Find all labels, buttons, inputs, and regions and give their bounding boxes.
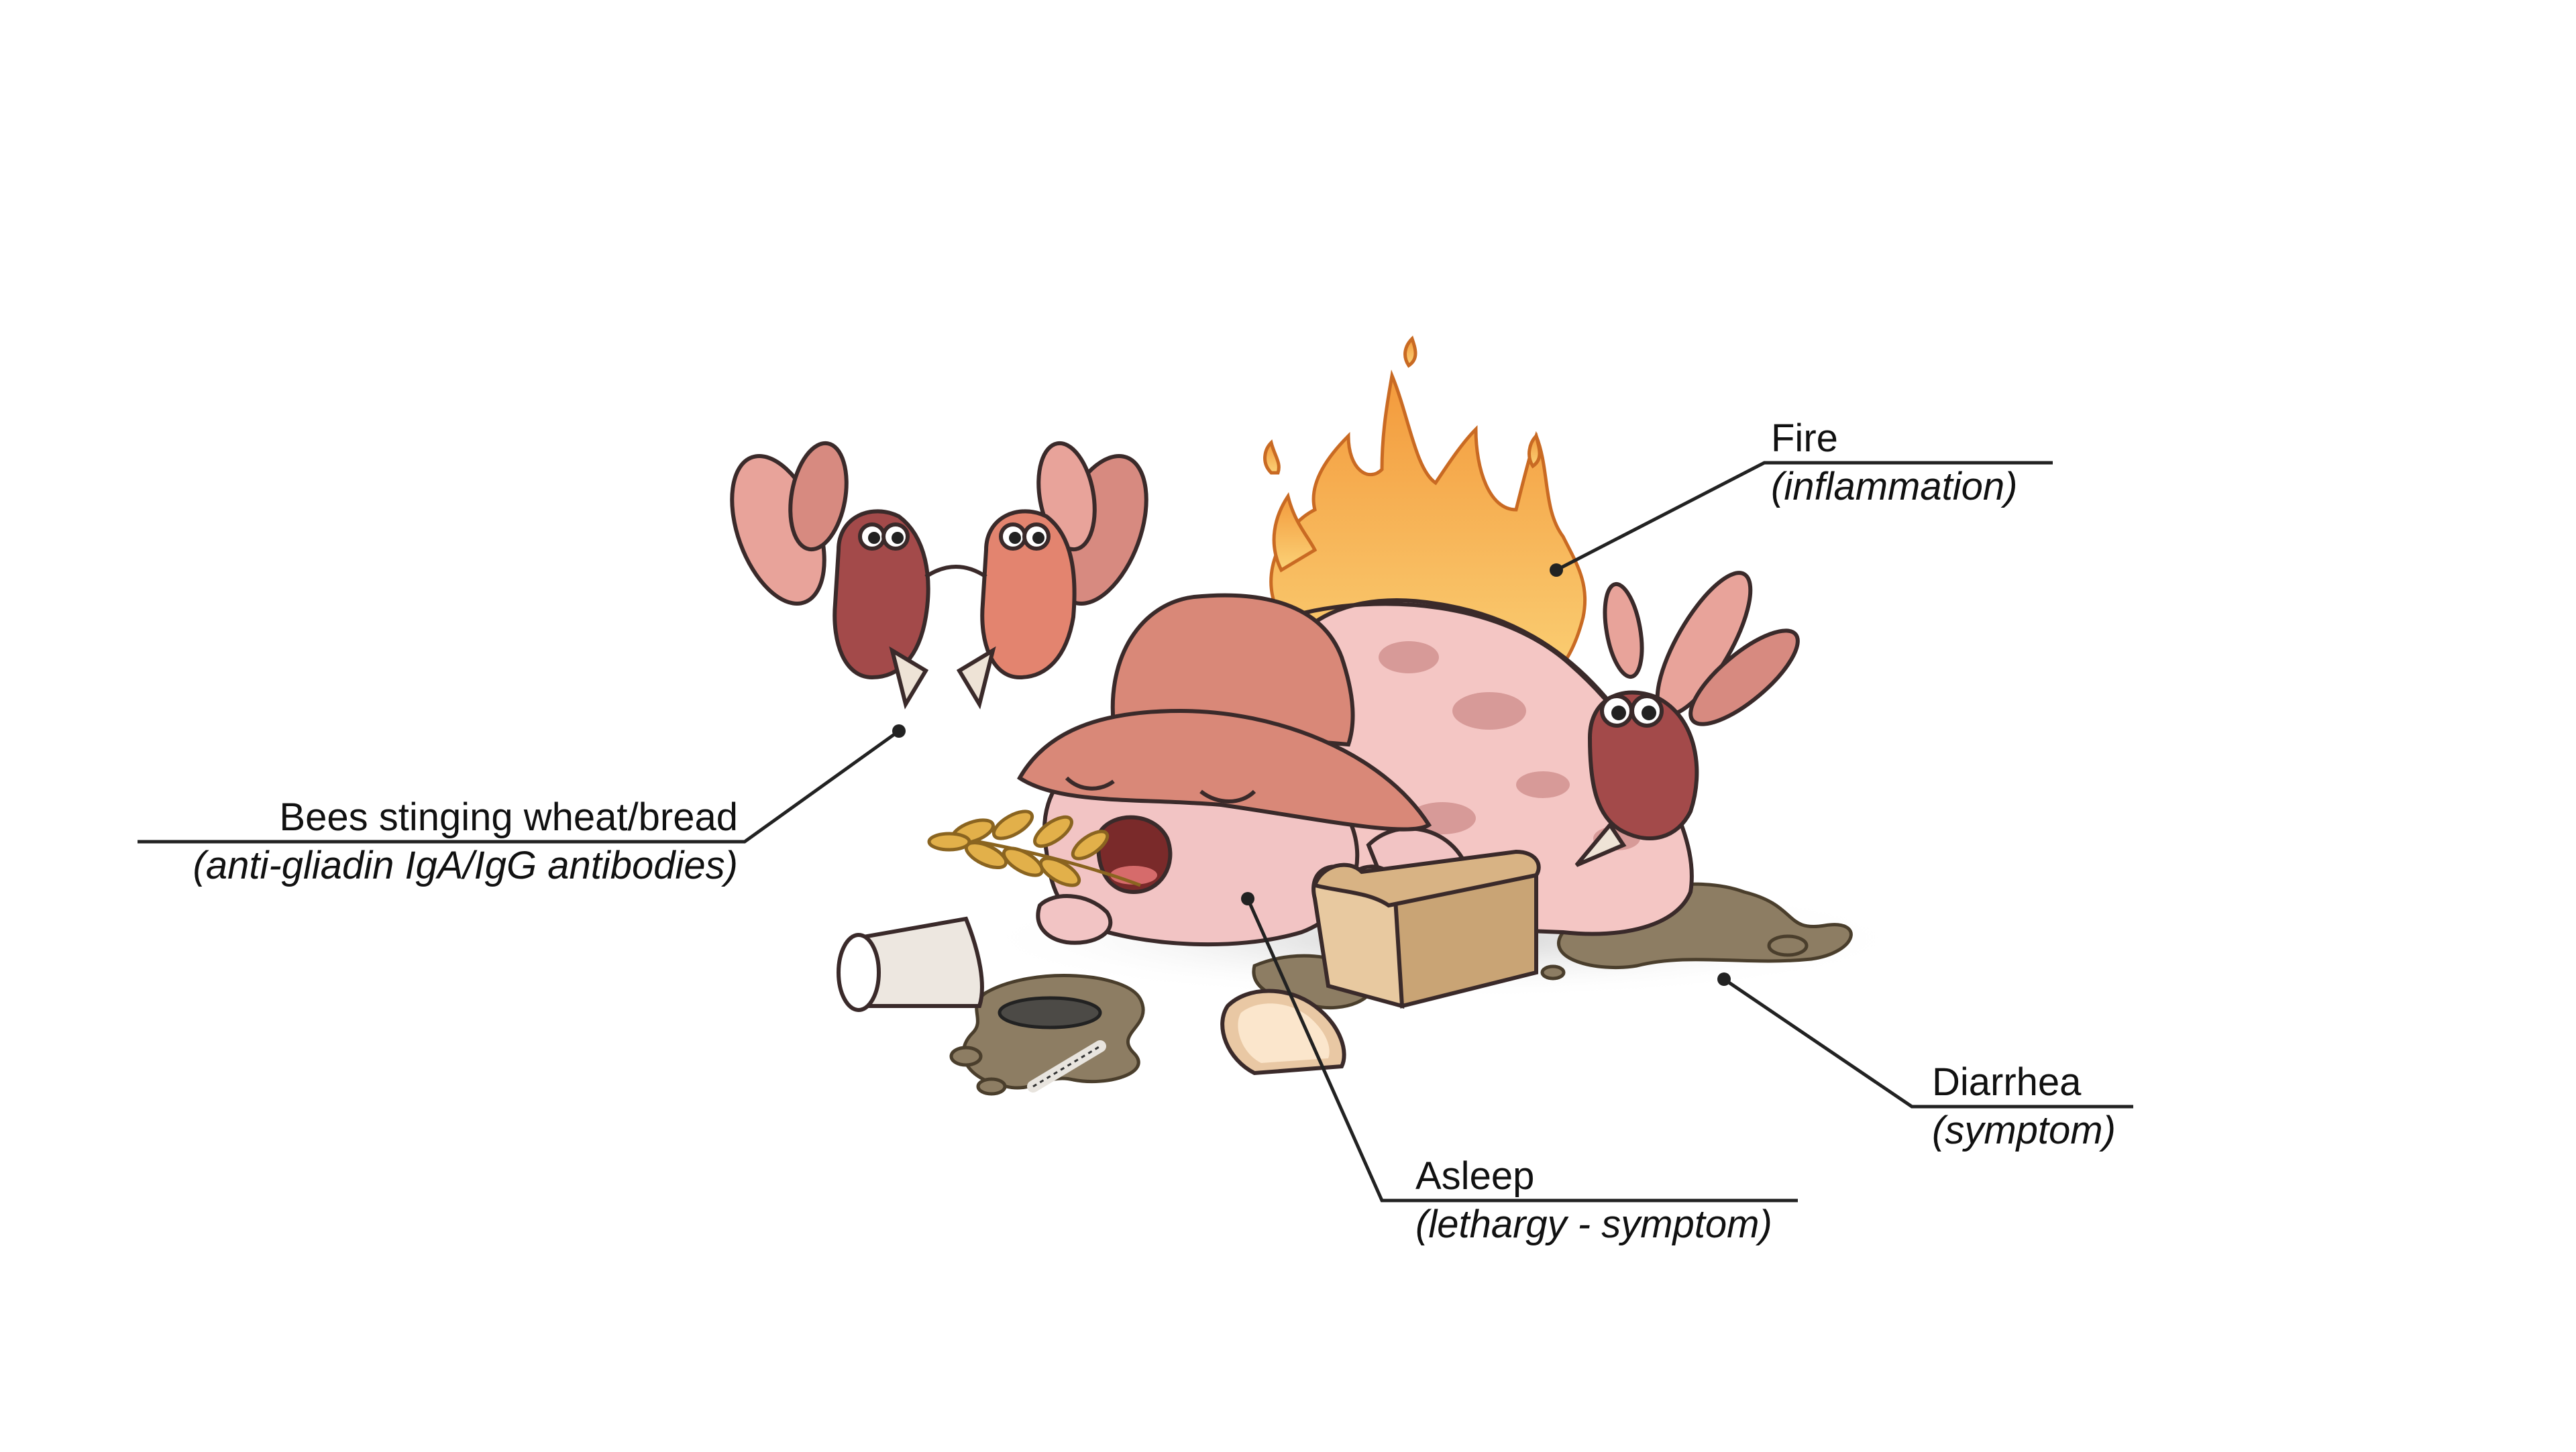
wheat-grain-4 — [1002, 846, 1044, 877]
bee-left-body — [833, 509, 930, 680]
label-fire-title: Fire — [1771, 416, 1838, 460]
bucket-hat-crown — [1110, 593, 1355, 747]
cup-lid — [998, 996, 1102, 1029]
bee-right-stinger — [956, 646, 996, 710]
bee-on-creature — [1574, 571, 1800, 867]
leader-diarrhea — [1723, 977, 2133, 1109]
flame-left — [1272, 492, 1318, 573]
bee-right-pupil-1 — [1009, 532, 1021, 544]
creature-spot-2 — [1452, 692, 1526, 730]
tipped-cup — [837, 916, 984, 1012]
flame-spark-2 — [1403, 335, 1417, 368]
bee-on-creature-stinger — [1574, 821, 1627, 867]
label-diarrhea: Diarrhea (symptom) — [1932, 1058, 2116, 1155]
straw-outline — [1032, 1045, 1101, 1088]
wheat-grain-6 — [1038, 856, 1081, 887]
puddle-drop-1 — [1767, 934, 1809, 957]
bread-slice — [1220, 989, 1346, 1076]
bee-on-creature-pupil-1 — [1611, 706, 1626, 720]
leader-dot-bees — [892, 724, 906, 738]
label-asleep-detail: (lethargy - symptom) — [1415, 1203, 1772, 1246]
bee-left-stinger — [889, 646, 929, 710]
closed-eye-left — [1065, 776, 1115, 791]
label-asleep-title: Asleep — [1415, 1154, 1535, 1198]
bread-loaf-top — [1312, 849, 1541, 908]
wheat-grain-7 — [1071, 830, 1110, 860]
bee-right-body — [980, 509, 1077, 680]
leader-dot-diarrhea — [1717, 972, 1731, 986]
leader-asleep — [1246, 897, 1798, 1203]
flame-spark-3 — [1527, 433, 1542, 469]
leader-fire — [1555, 461, 2053, 572]
label-diarrhea-title: Diarrhea — [1932, 1060, 2082, 1104]
bee-right-pupil-2 — [1032, 532, 1044, 544]
label-bees: Bees stinging wheat/bread (anti-gliadin … — [121, 793, 738, 890]
label-asleep: Asleep (lethargy - symptom) — [1415, 1152, 1772, 1249]
leader-dots — [892, 563, 1731, 986]
bee-left-pupil-1 — [868, 532, 880, 544]
bee-left-pupil-2 — [892, 532, 904, 544]
bee-left — [730, 441, 930, 710]
creature-paw-left — [1036, 894, 1113, 945]
creature-spot-1 — [1379, 641, 1439, 673]
wheat-stalk — [927, 809, 1141, 887]
leader-lines — [138, 461, 2133, 1203]
label-diarrhea-detail: (symptom) — [1932, 1109, 2116, 1152]
bees-holding-hands — [924, 565, 987, 579]
bee-on-creature-wing-2 — [1688, 628, 1800, 726]
puddle-drop-2 — [949, 1046, 983, 1067]
creature — [1017, 593, 1694, 947]
bee-on-creature-body — [1587, 690, 1699, 840]
bee-left-wing-2 — [788, 441, 849, 552]
bee-on-creature-wing-3 — [1603, 581, 1644, 679]
label-bees-detail: (anti-gliadin IgA/IgG antibodies) — [193, 844, 738, 887]
flame-spark-1 — [1263, 439, 1281, 475]
wheat-grain-3 — [991, 809, 1034, 840]
leader-dot-asleep — [1241, 892, 1254, 905]
label-fire-detail: (inflammation) — [1771, 465, 2018, 508]
bread-slice-crumb — [1238, 1003, 1330, 1063]
wheat-grain-5 — [1033, 815, 1073, 848]
wheat-grain-8 — [927, 832, 971, 852]
bread-loaf — [1311, 849, 1541, 1009]
cup-rim — [837, 933, 881, 1012]
closed-eye-right — [1199, 789, 1256, 803]
bucket-hat-brim — [1017, 708, 1432, 832]
creature-spot-3 — [1516, 771, 1570, 798]
leader-dot-fire — [1550, 563, 1563, 577]
puddle-drop-3 — [976, 1077, 1007, 1096]
leader-bees — [138, 729, 900, 844]
puddle-drop-4 — [1540, 964, 1566, 981]
bee-right — [924, 441, 1148, 710]
label-bees-title: Bees stinging wheat/bread — [279, 795, 738, 839]
bee-on-creature-pupil-2 — [1642, 706, 1656, 720]
label-fire: Fire (inflammation) — [1771, 414, 2017, 511]
